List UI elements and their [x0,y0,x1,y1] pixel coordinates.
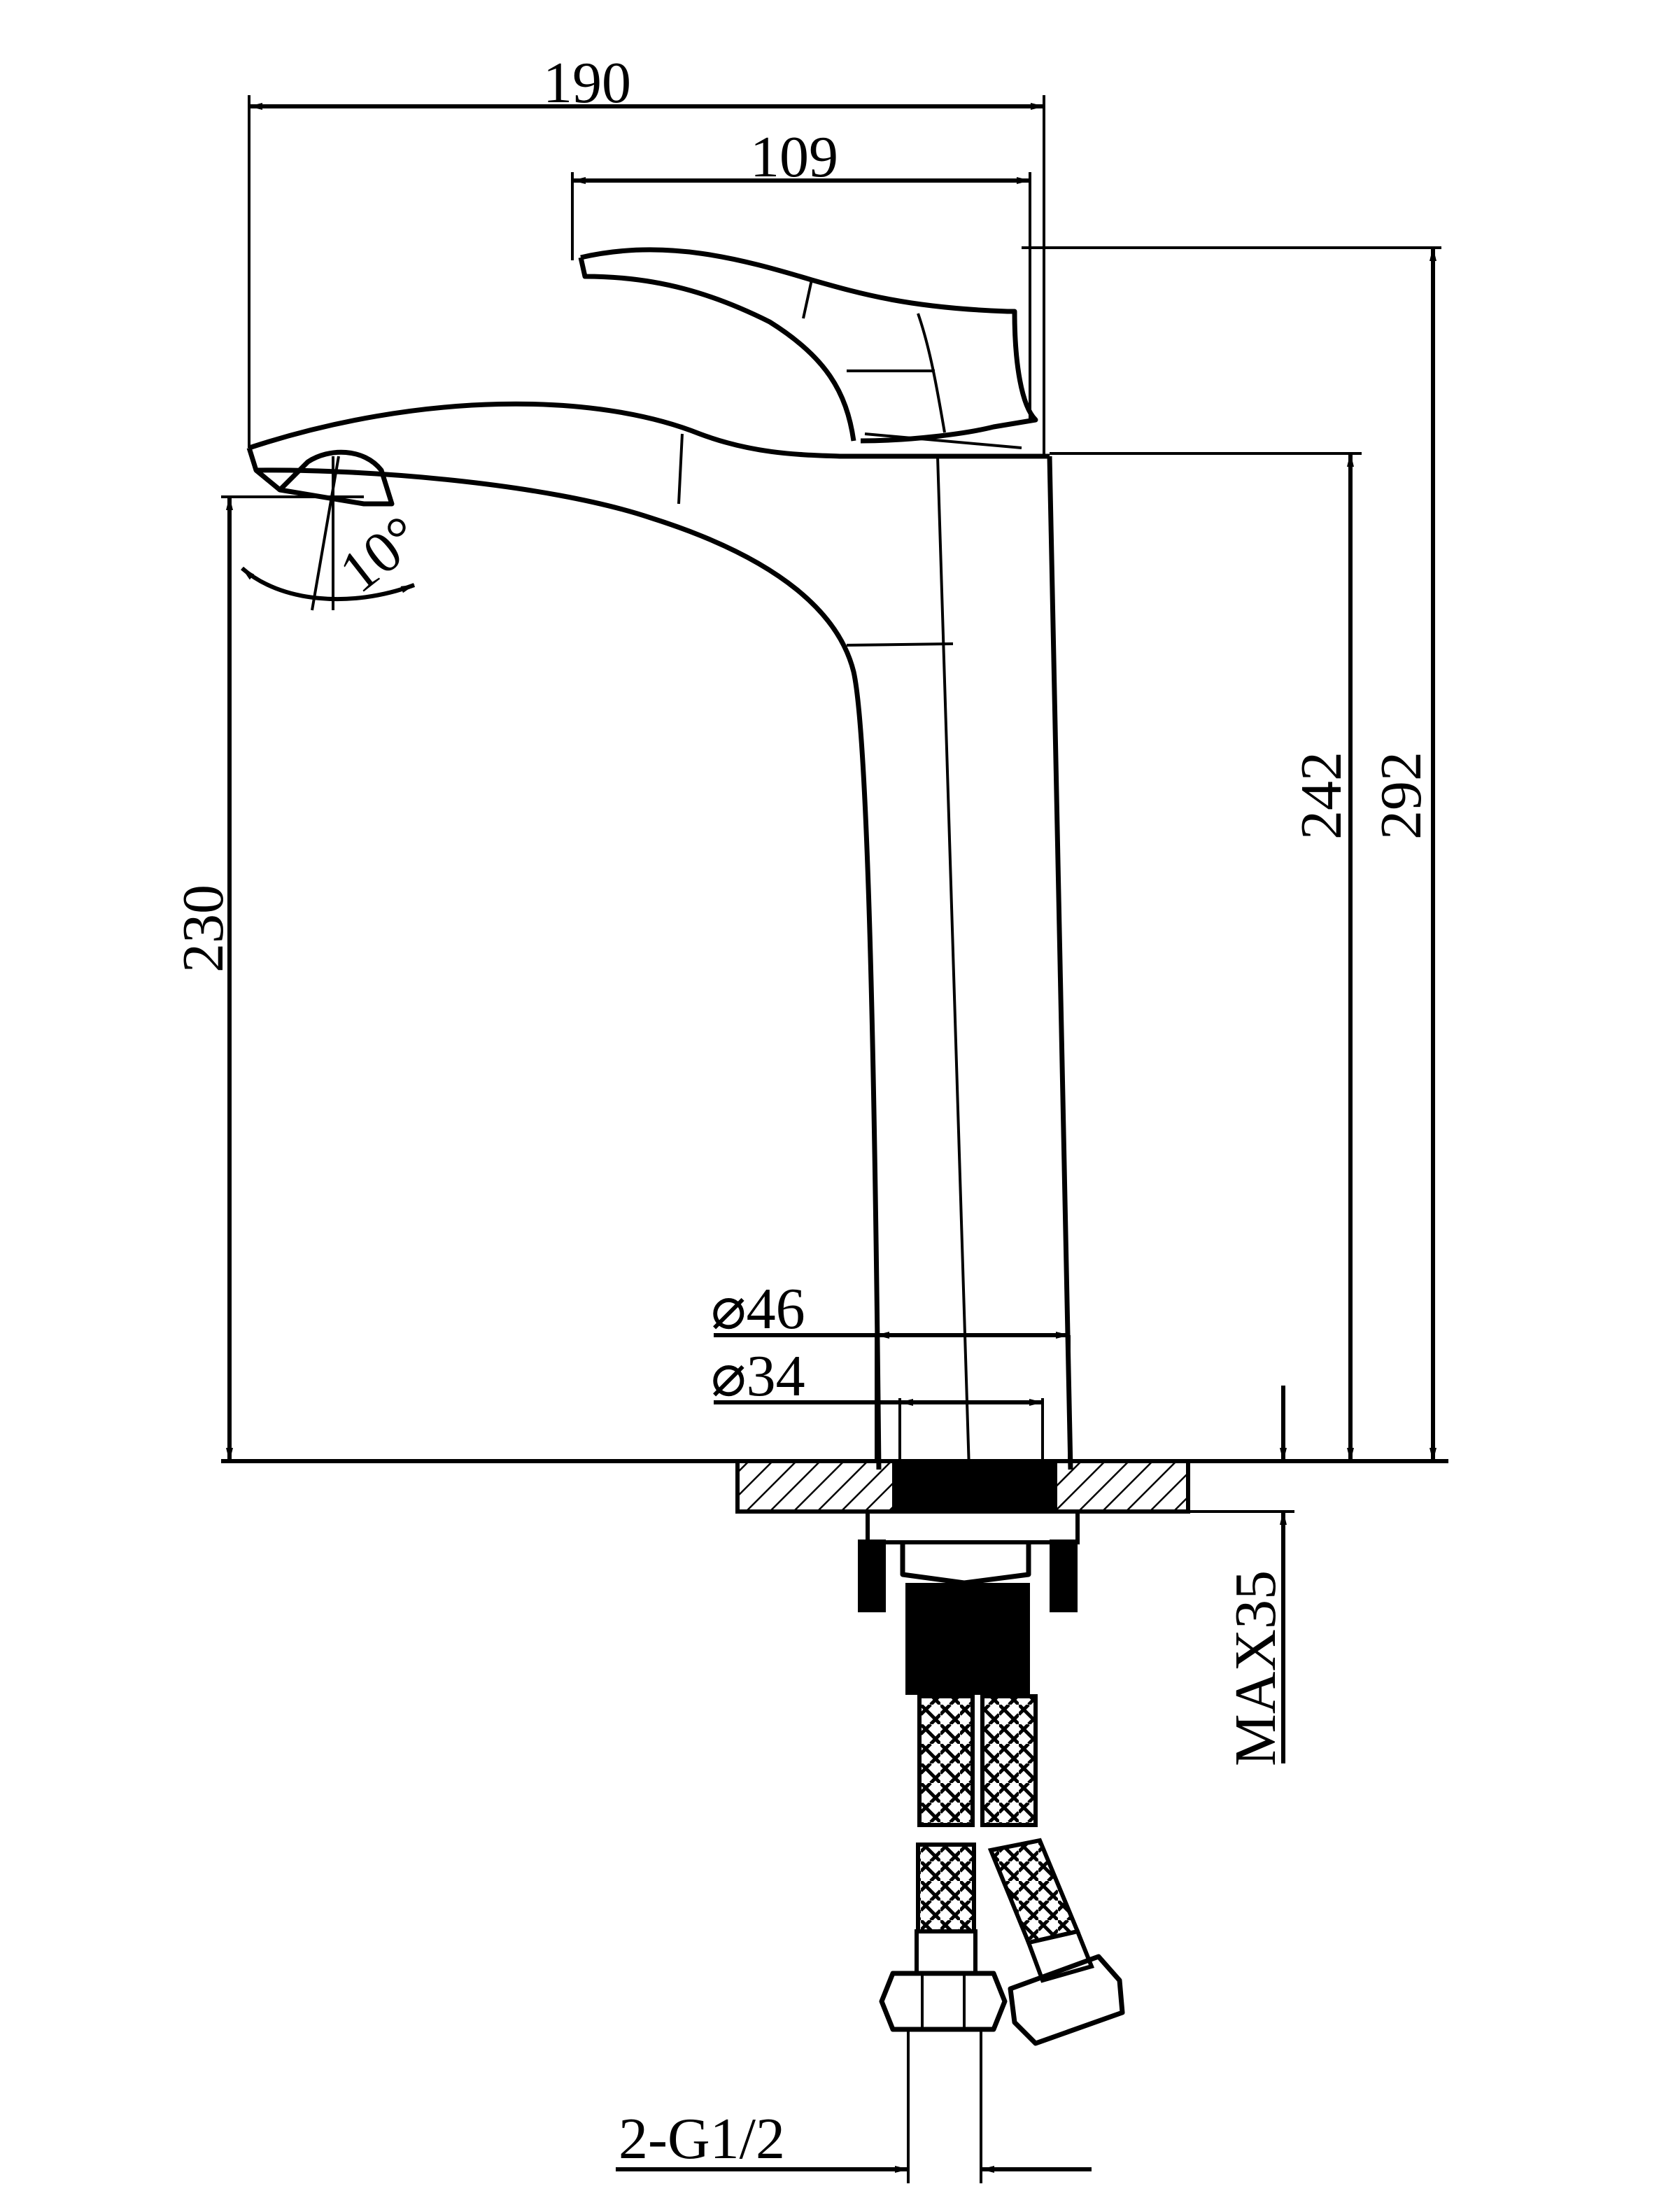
base-diameter-label: ⌀46 [711,1276,805,1341]
overall-width-label: 190 [543,50,631,115]
handle-width-label: 109 [750,125,838,190]
max-deck-thickness-label: MAX35 [1223,1570,1288,1766]
braided-hoses [879,1694,1125,2046]
dimension-lines [221,95,1441,2183]
total-height-label: 292 [1369,752,1434,840]
mounting-assembly [858,1509,1080,1695]
spout-height-label: 242 [1289,752,1354,840]
deck-section [721,1459,1448,1514]
tilt-angle-label: 10° [327,503,432,605]
hose-connection-label: 2-G1/2 [619,2106,785,2171]
shank-diameter-label: ⌀34 [711,1344,805,1409]
outlet-height-label: 230 [171,885,236,973]
faucet-body [246,247,1073,1470]
